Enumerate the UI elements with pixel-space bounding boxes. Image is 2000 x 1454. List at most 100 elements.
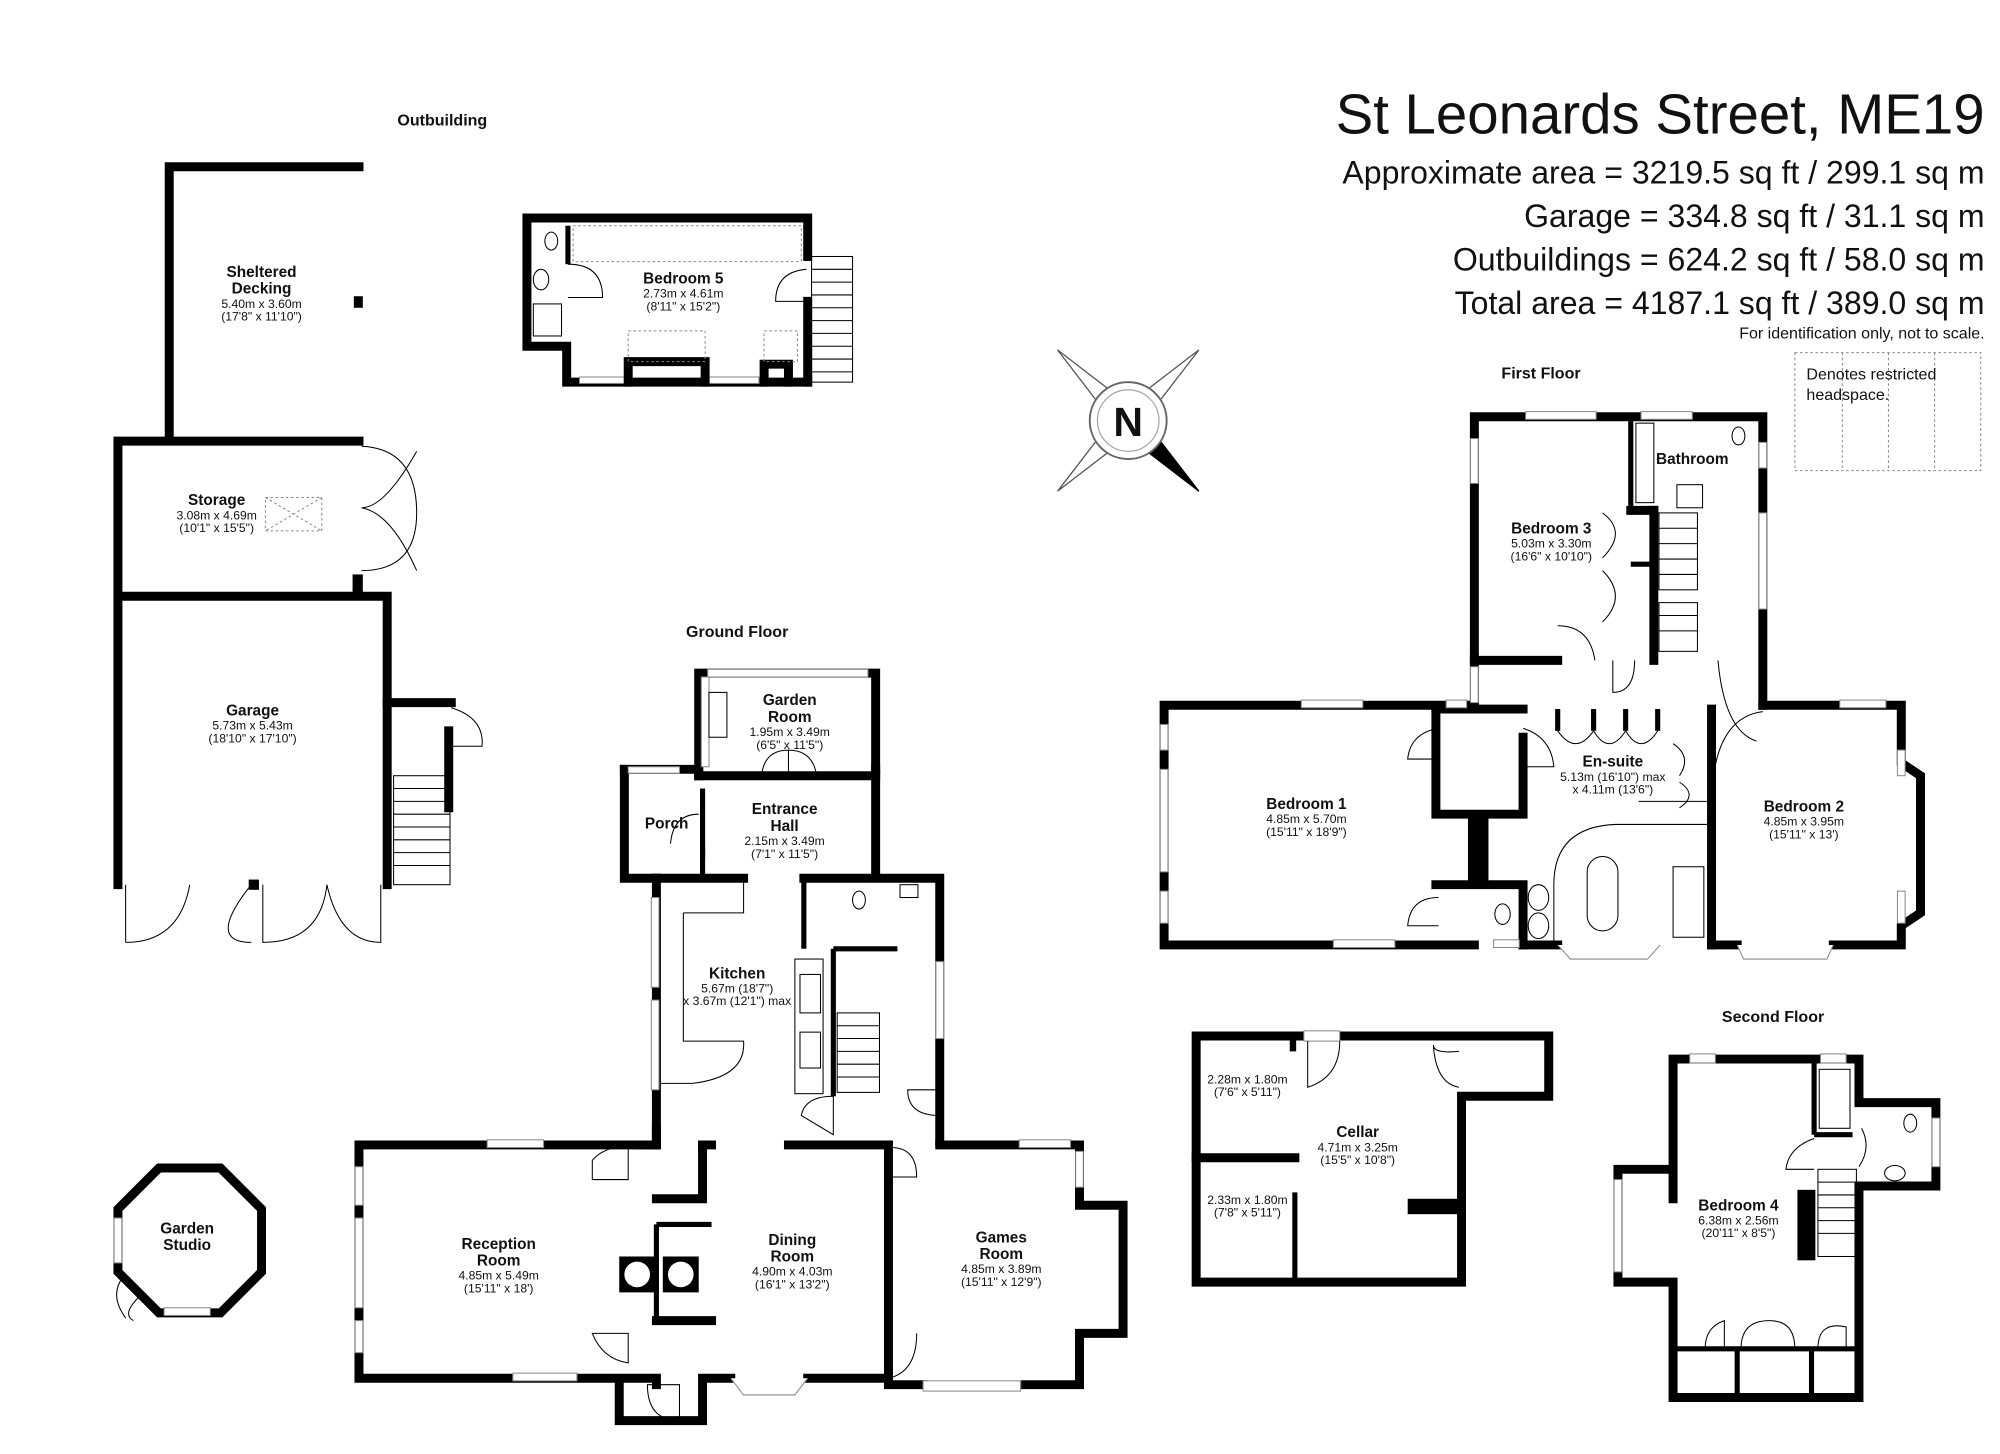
room-name: Reception <box>462 1236 536 1253</box>
room-name: Bedroom 1 <box>1266 796 1347 813</box>
room-dimensions: 2.15m x 3.49m <box>744 834 824 848</box>
room-dimensions: 3.08m x 4.69m <box>176 508 256 522</box>
toilet-icon <box>1494 903 1511 925</box>
room-label-bedroom-4: Bedroom 46.38m x 2.56m(20'11" x 8'5") <box>1698 1197 1779 1240</box>
property-title: St Leonards Street, ME19 <box>1336 82 1985 145</box>
room-dimensions: (8'11" x 15'2") <box>646 299 720 313</box>
room-name: Garden <box>160 1220 214 1237</box>
room-dimensions: x 4.11m (13'6") <box>1572 783 1653 797</box>
room-dimensions: (20'11" x 8'5") <box>1702 1226 1776 1240</box>
shower-icon <box>1672 866 1705 938</box>
room-name: Bathroom <box>1656 451 1729 468</box>
room-name: Kitchen <box>709 965 765 982</box>
outbuilding-plan <box>113 162 854 943</box>
bath-icon <box>1586 855 1619 932</box>
stairs-icon <box>393 707 483 886</box>
floor-label-first: First Floor <box>1501 364 1580 382</box>
garage-area: Garage = 334.8 sq ft / 31.1 sq m <box>1524 198 1985 234</box>
room-name: Room <box>477 1252 521 1269</box>
room-dimensions: x 3.67m (12'1") max <box>683 994 791 1008</box>
room-label-bedroom-2: Bedroom 24.85m x 3.95m(15'11" x 13') <box>1764 799 1844 842</box>
room-dimensions: 1.95m x 3.49m <box>750 725 830 739</box>
room-name: Garage <box>226 702 279 719</box>
room-name: Storage <box>188 492 246 509</box>
room-name: Bedroom 3 <box>1511 520 1591 537</box>
room-dimensions: 4.85m x 3.95m <box>1764 815 1844 829</box>
room-name: Games <box>976 1229 1027 1246</box>
room-dimensions: 4.71m x 3.25m <box>1317 1140 1397 1154</box>
room-name: Decking <box>232 281 292 298</box>
room-dimensions: 4.85m x 3.89m <box>961 1262 1041 1276</box>
room-name: Entrance <box>752 801 818 818</box>
room-dimensions: (6'5" x 11'5") <box>756 738 823 752</box>
room-dimensions: (15'11" x 18') <box>464 1281 534 1295</box>
room-name: Bedroom 2 <box>1764 799 1844 816</box>
room-name: Porch <box>645 815 689 832</box>
sink-icon <box>532 268 550 291</box>
sink-icon <box>708 691 728 738</box>
scale-note: For identification only, not to scale. <box>1739 325 1984 343</box>
room-name: Room <box>768 709 812 726</box>
first-floor-plan <box>1159 411 1926 960</box>
toilet-icon <box>1903 1113 1918 1133</box>
toilet-icon <box>544 231 559 251</box>
stairs-icon <box>1658 512 1698 652</box>
room-dimensions: 6.38m x 2.56m <box>1698 1213 1778 1227</box>
room-name: Sheltered <box>226 264 296 281</box>
room-name: Cellar <box>1336 1124 1379 1141</box>
legend-text-line1: Denotes restricted <box>1806 366 1936 384</box>
stairs-icon <box>811 255 854 383</box>
room-label-bathroom: Bathroom <box>1656 451 1729 468</box>
room-name: Bedroom 5 <box>643 270 724 287</box>
approximate-area: Approximate area = 3219.5 sq ft / 299.1 … <box>1342 154 1984 190</box>
shower-icon <box>1818 1068 1851 1129</box>
room-dimensions: 4.85m x 5.70m <box>1266 812 1346 826</box>
shower-icon <box>532 303 563 337</box>
hob-icon <box>799 973 822 1014</box>
room-name: Room <box>980 1246 1024 1263</box>
room-label-bedroom-3: Bedroom 35.03m x 3.30m(16'6" x 10'10") <box>1511 520 1593 563</box>
legend-text-line2: headspace. <box>1806 386 1889 404</box>
compass-north-icon: N <box>1056 349 1200 492</box>
room-dimensions: 2.73m x 4.61m <box>643 287 723 301</box>
room-dimensions: (7'1" x 11'5") <box>751 847 818 861</box>
room-dimensions: 4.85m x 5.49m <box>459 1269 539 1283</box>
room-name: Hall <box>771 818 799 835</box>
room-dimensions: (15'11" x 18'9") <box>1266 825 1347 839</box>
toilet-icon <box>852 890 866 910</box>
room-dimensions: (17'8" x 11'10") <box>221 310 302 324</box>
room-dimensions: (16'6" x 10'10") <box>1511 549 1593 563</box>
floor-label-second: Second Floor <box>1722 1008 1824 1026</box>
compass-label: N <box>1113 399 1143 445</box>
toilet-icon <box>1731 426 1746 446</box>
room-label-cellar-store-1: 2.28m x 1.80m(7'6" x 5'11") <box>1207 1072 1287 1099</box>
room-dimensions: (10'1" x 15'5") <box>179 521 254 535</box>
outbuildings-area: Outbuildings = 624.2 sq ft / 58.0 sq m <box>1453 242 1985 278</box>
sink-icon <box>1527 884 1550 940</box>
room-dimensions: 5.67m (18'7") <box>701 981 773 995</box>
room-dimensions: 5.03m x 3.30m <box>1511 537 1591 551</box>
room-label-bedroom-5: Bedroom 52.73m x 4.61m(8'11" x 15'2") <box>643 270 724 313</box>
room-dimensions: 2.33m x 1.80m <box>1207 1193 1287 1207</box>
room-name: Garden <box>763 692 817 709</box>
cellar-plan <box>1191 1030 1554 1287</box>
restricted-headspace-legend: Denotes restricted headspace. <box>1794 352 1982 472</box>
room-dimensions: 4.90m x 4.03m <box>752 1265 832 1279</box>
room-dimensions: 2.28m x 1.80m <box>1207 1072 1287 1086</box>
room-dimensions: (7'6" x 5'11") <box>1214 1085 1281 1099</box>
room-name: Studio <box>163 1237 211 1254</box>
stairs-icon <box>836 1012 880 1093</box>
bath-icon <box>1635 422 1655 504</box>
